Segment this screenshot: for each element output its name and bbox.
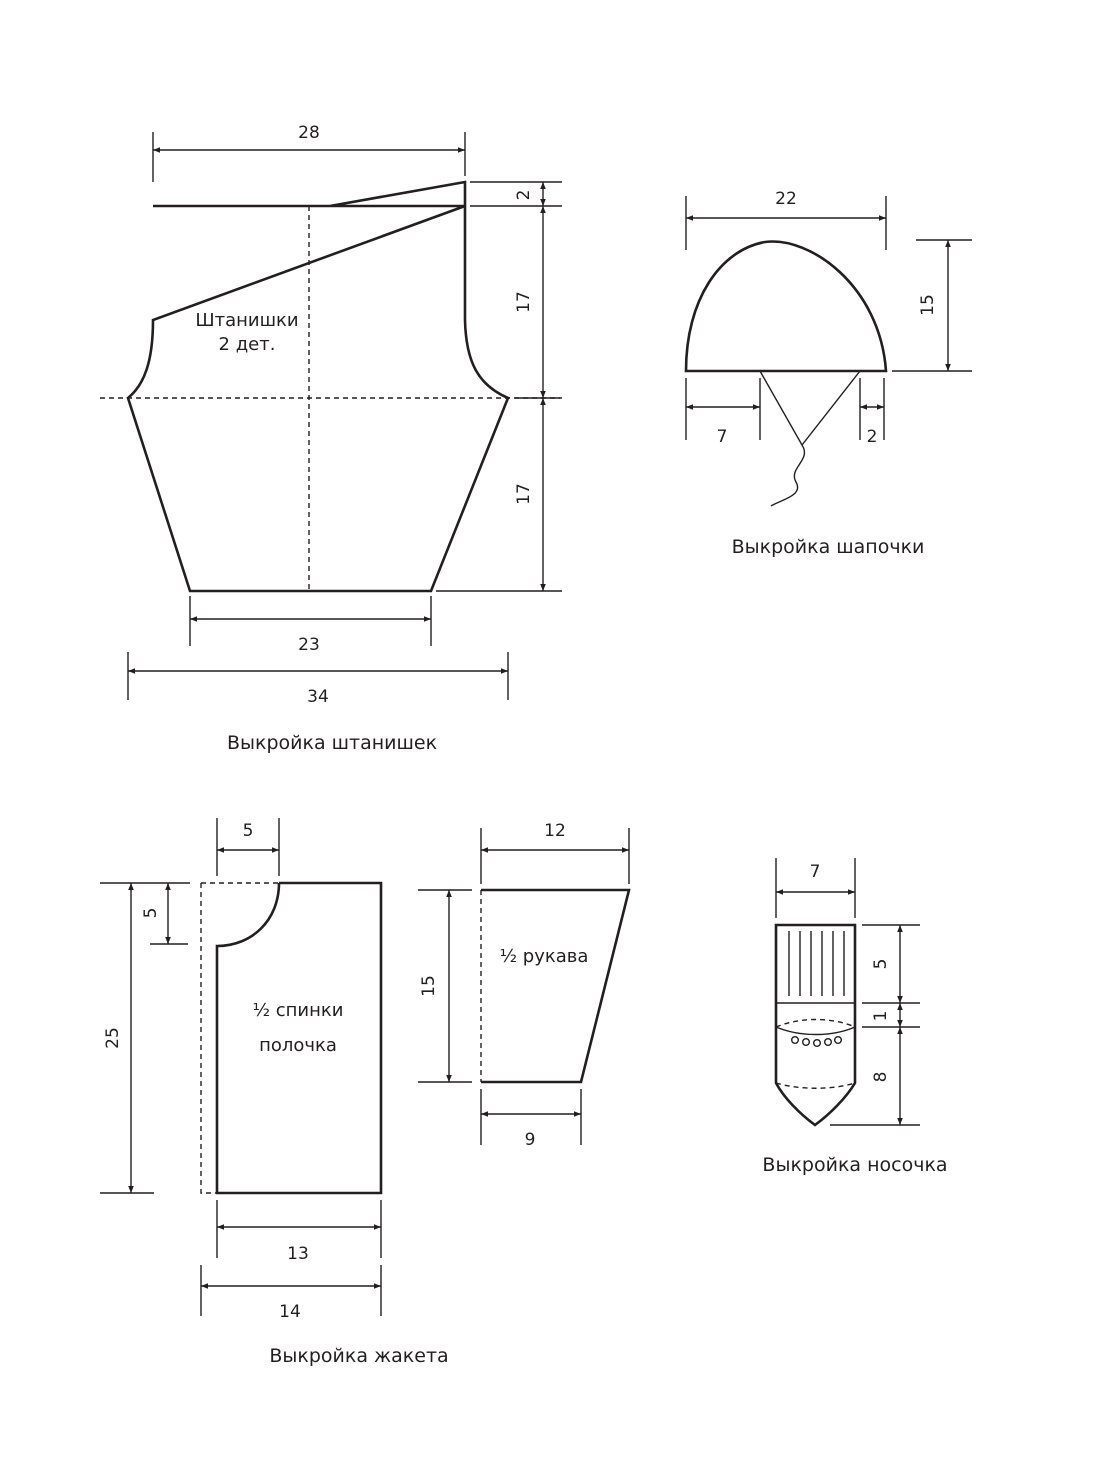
jacket-back-label-line2: полочка	[259, 1035, 337, 1056]
sleeve-dim-height: 15	[419, 975, 439, 997]
jacket-dim-neck-width: 5	[243, 821, 254, 841]
hat-caption: Выкройка шапочки	[732, 536, 925, 558]
hat-tie-cord	[770, 444, 805, 507]
sock-gather-line	[775, 1018, 856, 1028]
jacket-dim-width-inner: 13	[287, 1244, 309, 1264]
jacket-back-label-line1: ½ спинки	[253, 1000, 344, 1021]
sock-caption: Выкройка носочка	[762, 1154, 947, 1176]
sleeve-label: ½ рукава	[500, 946, 589, 967]
hat-dim-height: 15	[918, 294, 938, 316]
pants-dim-full-width: 34	[307, 687, 329, 707]
pants-dim-bottom-width: 23	[298, 635, 320, 655]
jacket-back-outline	[215, 881, 383, 1195]
jacket-caption: Выкройка жакета	[269, 1345, 448, 1367]
sock-toe-line	[775, 1082, 856, 1089]
sock-cuff-ribs	[788, 931, 845, 996]
sock-gather-line-lower	[775, 1026, 856, 1036]
sleeve-dim-bottom: 9	[525, 1130, 536, 1150]
sock-dim-cuff: 5	[871, 959, 891, 970]
sleeve-outline	[481, 888, 631, 1084]
sleeve-pattern: ½ рукава 12 15 9	[418, 821, 631, 1150]
sock-pattern: 7 5 1 8 Выкройка носочка	[762, 858, 948, 1176]
pants-label-line1: Штанишки	[195, 310, 298, 331]
pants-label-line2: 2 дет.	[219, 334, 276, 355]
jacket-dim-neck-depth: 5	[141, 908, 161, 919]
jacket-pattern: ½ спинки полочка 5 5 25 13 14 Выкройка ж…	[100, 818, 449, 1367]
hat-dim-tie-offset: 7	[717, 427, 728, 447]
sock-dim-width: 7	[810, 862, 821, 882]
sock-dim-foot: 8	[871, 1072, 891, 1083]
jacket-dim-width-full: 14	[279, 1302, 301, 1322]
pants-dim-top-width: 28	[298, 123, 320, 143]
hat-dim-tie-edge: 2	[867, 427, 878, 447]
pants-dim-lower-height: 17	[514, 483, 534, 505]
jacket-dim-length: 25	[103, 1027, 123, 1049]
sock-dim-band: 1	[871, 1011, 891, 1022]
jacket-front-edge-dashed	[200, 882, 279, 1194]
hat-dim-width: 22	[775, 189, 797, 209]
pants-dim-rise: 2	[514, 190, 534, 201]
sock-outline	[774, 923, 857, 1127]
sock-beads	[791, 1035, 843, 1047]
pants-dim-upper-height: 17	[514, 291, 534, 313]
sleeve-dim-top: 12	[544, 821, 566, 841]
hat-outline	[684, 240, 888, 373]
hat-pattern: 22 15 7 2 Выкройка шапочки	[684, 189, 972, 558]
pants-caption: Выкройка штанишек	[227, 732, 437, 754]
pants-outline	[126, 180, 510, 593]
hat-tie-triangle	[759, 370, 861, 447]
pants-pattern: Штанишки 2 дет. 28 2 17 17 23 34 Выкройк…	[100, 123, 562, 754]
